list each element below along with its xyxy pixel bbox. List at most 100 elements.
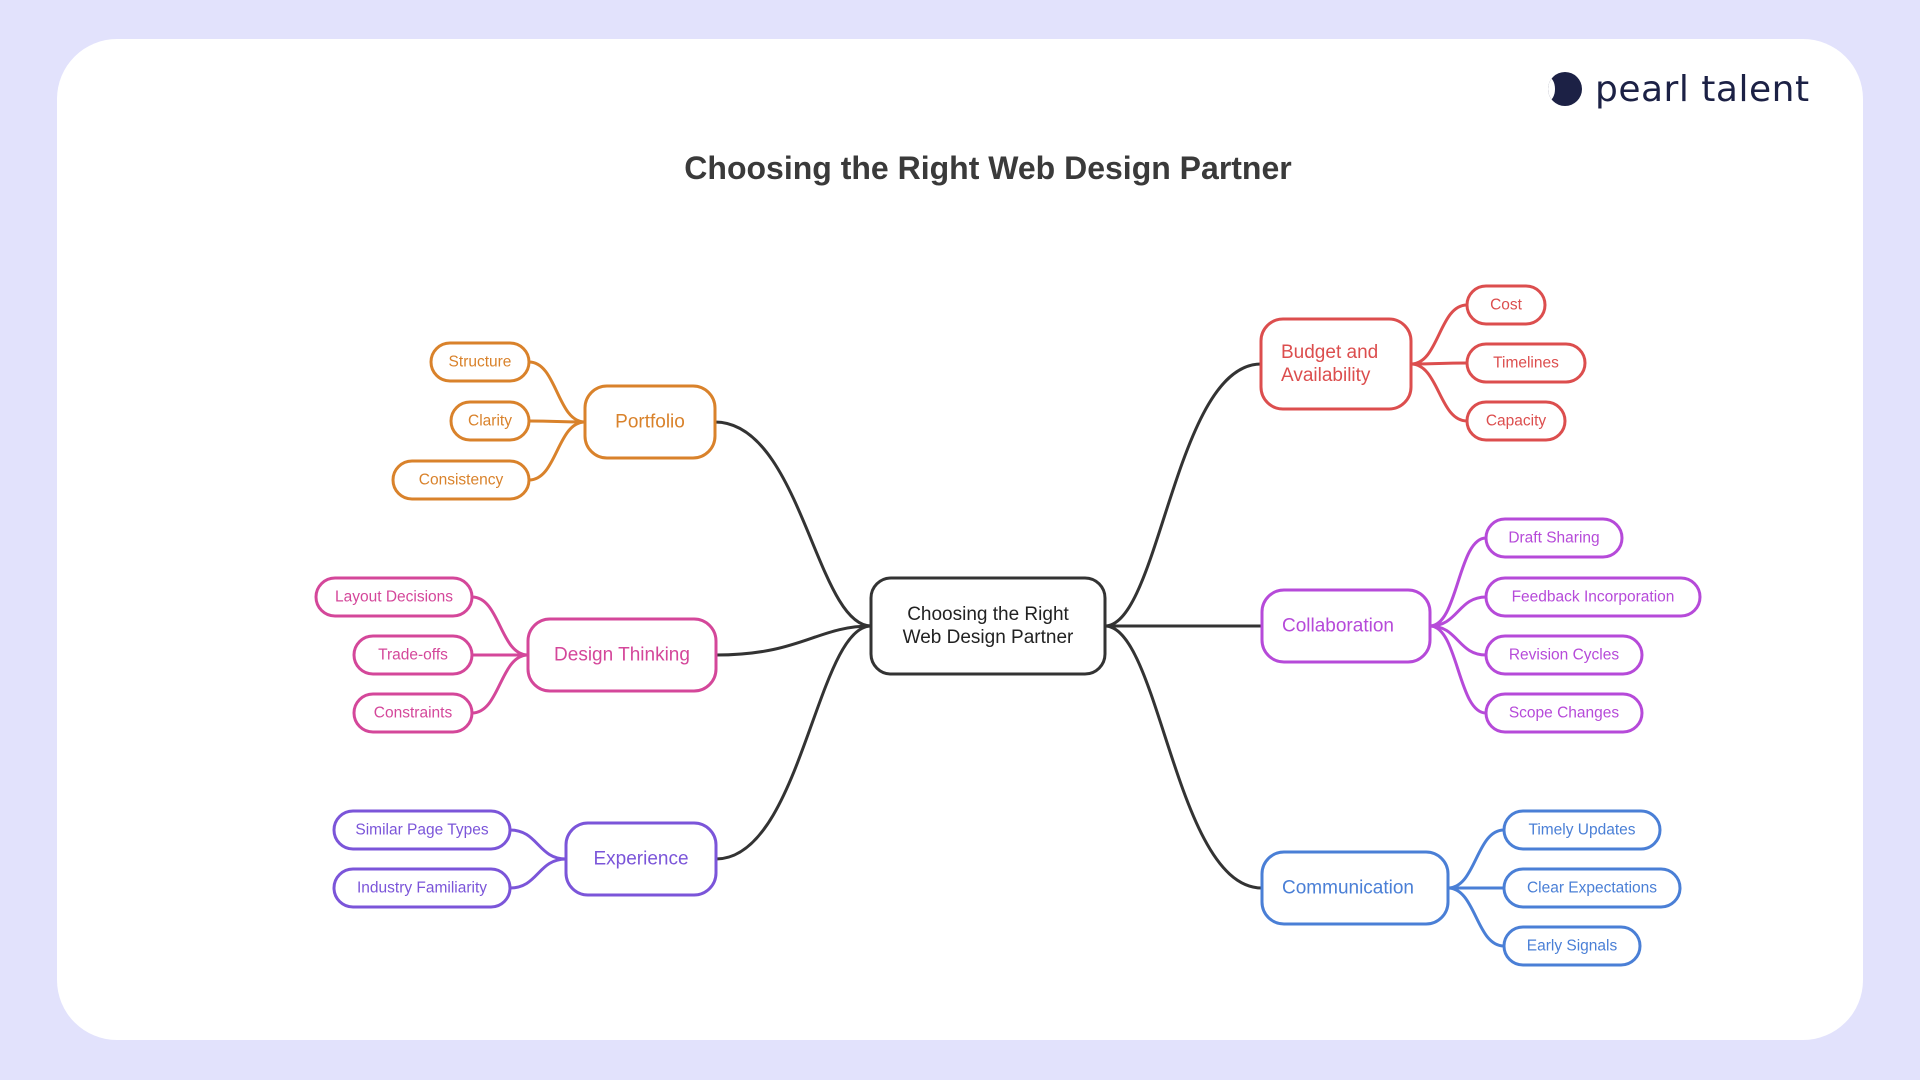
leaf-draft-sharing-label: Draft Sharing — [1508, 530, 1599, 547]
branch-communication-label: Communication — [1282, 878, 1414, 899]
connector-root-portfolio — [714, 420, 872, 628]
connector-lines — [471, 303, 1505, 948]
leaf-early-signals-label: Early Signals — [1527, 938, 1618, 955]
branch-communication-box — [1260, 850, 1450, 926]
leaf-clarity[interactable]: Clarity — [449, 400, 531, 442]
leaf-scope-changes-box — [1484, 692, 1644, 734]
leaf-structure-label: Structure — [449, 354, 512, 371]
root-node-box — [869, 576, 1107, 676]
connector-collaboration-scope-changes — [1429, 624, 1487, 715]
leaf-timelines-label: Timelines — [1493, 355, 1559, 372]
leaf-clear-expectations[interactable]: Clear Expectations — [1502, 867, 1682, 909]
branch-design-thinking-box — [526, 617, 718, 693]
leaf-draft-sharing[interactable]: Draft Sharing — [1484, 517, 1624, 559]
leaf-feedback-incorporation[interactable]: Feedback Incorporation — [1484, 576, 1702, 618]
connector-communication-early-signals — [1447, 886, 1505, 948]
connector-portfolio-structure — [528, 360, 586, 424]
leaf-layout-decisions-label: Layout Decisions — [335, 589, 453, 606]
leaf-clear-expectations-box — [1502, 867, 1682, 909]
leaf-revision-cycles-box — [1484, 634, 1644, 676]
leaf-revision-cycles-label: Revision Cycles — [1509, 647, 1620, 664]
leaf-draft-sharing-box — [1484, 517, 1624, 559]
leaf-similar-page-types-label: Similar Page Types — [355, 822, 488, 839]
leaf-timely-updates-label: Timely Updates — [1528, 822, 1635, 839]
branch-experience-label: Experience — [593, 849, 688, 870]
connector-design-thinking-constraints — [471, 653, 529, 715]
brand-name: pearl talent — [1595, 68, 1810, 110]
leaf-constraints-label: Constraints — [374, 705, 453, 722]
leaf-early-signals[interactable]: Early Signals — [1502, 925, 1642, 967]
connector-root-budget — [1104, 362, 1262, 628]
connector-experience-similar-page-types — [509, 828, 567, 861]
leaf-timely-updates-box — [1502, 809, 1662, 851]
leaf-consistency-label: Consistency — [419, 472, 504, 489]
branch-budget-label: Availability — [1281, 365, 1371, 386]
connector-root-design-thinking — [715, 624, 872, 657]
branch-portfolio-label: Portfolio — [615, 412, 685, 433]
connector-collaboration-draft-sharing — [1429, 536, 1487, 628]
leaf-clarity-label: Clarity — [468, 413, 512, 430]
diagram-title: Choosing the Right Web Design Partner — [684, 150, 1292, 186]
leaf-similar-page-types-box — [332, 809, 512, 851]
leaf-constraints[interactable]: Constraints — [352, 692, 474, 734]
leaf-revision-cycles[interactable]: Revision Cycles — [1484, 634, 1644, 676]
connector-root-communication — [1104, 624, 1263, 890]
leaf-similar-page-types[interactable]: Similar Page Types — [332, 809, 512, 851]
branch-portfolio-box — [583, 384, 717, 460]
connector-communication-timely-updates — [1447, 828, 1505, 890]
leaf-early-signals-box — [1502, 925, 1642, 967]
leaf-cost[interactable]: Cost — [1465, 284, 1547, 326]
leaf-capacity-label: Capacity — [1486, 413, 1547, 430]
connector-budget-capacity — [1410, 362, 1468, 423]
leaf-feedback-incorporation-box — [1484, 576, 1702, 618]
connector-budget-cost — [1410, 303, 1468, 366]
connector-collaboration-feedback-incorporation — [1429, 595, 1487, 628]
connector-root-experience — [715, 624, 872, 861]
branch-portfolio[interactable]: Portfolio — [583, 384, 717, 460]
branch-budget-box — [1259, 317, 1413, 411]
leaf-industry-familiarity-label: Industry Familiarity — [357, 880, 487, 897]
connector-portfolio-consistency — [528, 420, 586, 482]
leaf-clarity-box — [449, 400, 531, 442]
leaf-trade-offs-label: Trade-offs — [378, 647, 448, 664]
leaf-timely-updates[interactable]: Timely Updates — [1502, 809, 1662, 851]
leaf-consistency-box — [391, 459, 531, 501]
root-node-label: Choosing the Right — [907, 604, 1069, 625]
leaf-layout-decisions-box — [314, 576, 474, 618]
root-node-label: Web Design Partner — [903, 627, 1074, 648]
leaf-constraints-box — [352, 692, 474, 734]
leaf-capacity[interactable]: Capacity — [1465, 400, 1567, 442]
leaf-timelines[interactable]: Timelines — [1465, 342, 1587, 384]
leaf-scope-changes[interactable]: Scope Changes — [1484, 692, 1644, 734]
leaf-consistency[interactable]: Consistency — [391, 459, 531, 501]
pearl-logo-icon — [1548, 72, 1582, 106]
branch-communication[interactable]: Communication — [1260, 850, 1450, 926]
branch-experience-box — [564, 821, 718, 897]
branch-design-thinking[interactable]: Design Thinking — [526, 617, 718, 693]
leaf-capacity-box — [1465, 400, 1567, 442]
leaf-industry-familiarity[interactable]: Industry Familiarity — [332, 867, 512, 909]
branch-collaboration-label: Collaboration — [1282, 616, 1394, 637]
leaf-industry-familiarity-box — [332, 867, 512, 909]
branch-collaboration[interactable]: Collaboration — [1260, 588, 1432, 664]
connector-budget-timelines — [1410, 361, 1468, 366]
leaf-trade-offs-box — [352, 634, 474, 676]
leaf-feedback-incorporation-label: Feedback Incorporation — [1512, 589, 1675, 606]
leaf-layout-decisions[interactable]: Layout Decisions — [314, 576, 474, 618]
connector-experience-industry-familiarity — [509, 857, 567, 890]
leaf-trade-offs[interactable]: Trade-offs — [352, 634, 474, 676]
leaf-structure-box — [429, 341, 531, 383]
leaf-structure[interactable]: Structure — [429, 341, 531, 383]
leaf-cost-label: Cost — [1490, 297, 1523, 314]
connector-portfolio-clarity — [528, 419, 586, 424]
branch-budget-label: Budget and — [1281, 342, 1378, 363]
connector-design-thinking-layout-decisions — [471, 595, 529, 657]
branch-design-thinking-label: Design Thinking — [554, 645, 690, 666]
branch-collaboration-box — [1260, 588, 1432, 664]
brand-logo[interactable]: pearl talent — [1548, 64, 1810, 114]
branch-experience[interactable]: Experience — [564, 821, 718, 897]
